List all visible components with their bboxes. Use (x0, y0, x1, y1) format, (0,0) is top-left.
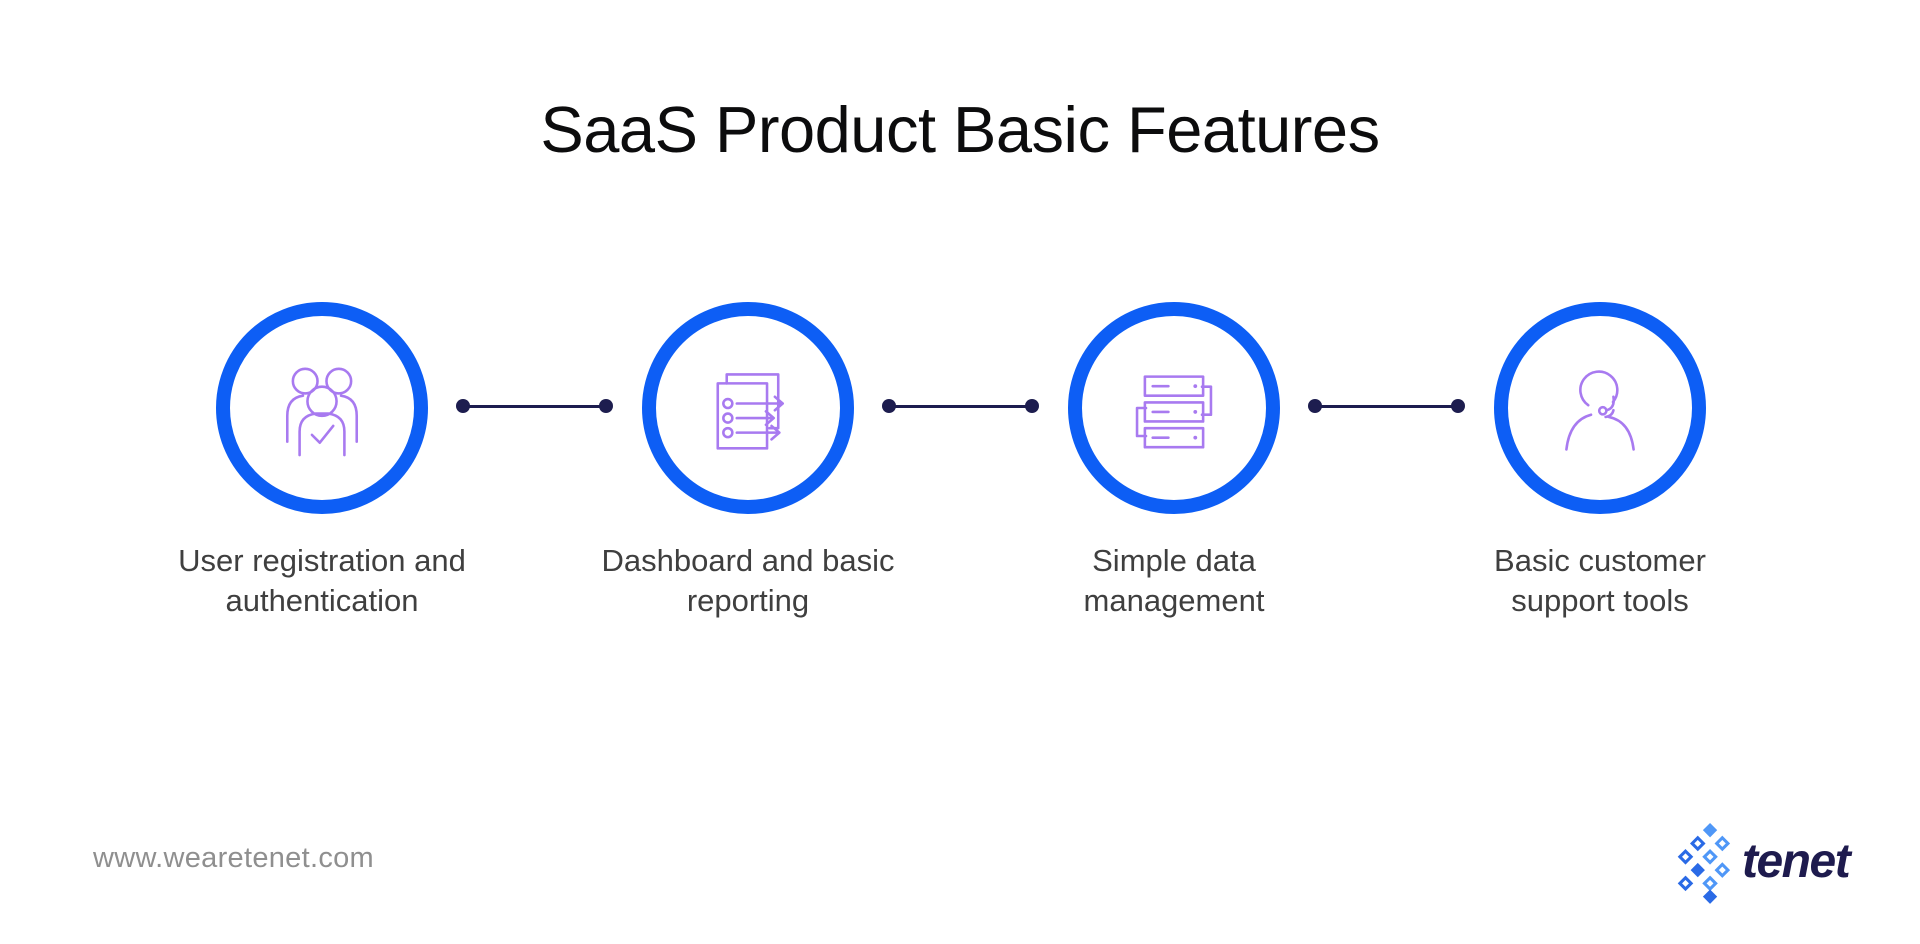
report-arrows-icon (716, 373, 785, 450)
feature-data-management: Simple data management (962, 302, 1386, 621)
connector-line (456, 399, 613, 413)
connector-dot (1451, 399, 1465, 413)
users-check-icon (285, 367, 359, 457)
feature-label: Simple data management (1083, 543, 1265, 618)
connector-dot (1025, 399, 1039, 413)
feature-circle (1068, 302, 1280, 514)
page-title: SaaS Product Basic Features (540, 93, 1380, 166)
connector-line (882, 399, 1039, 413)
brand-logo: tenet (1676, 820, 1886, 916)
feature-circle (642, 302, 854, 514)
feature-label: Dashboard and basic reporting (601, 543, 895, 618)
feature-label: User registration and authentication (178, 543, 466, 618)
connector-line (1308, 399, 1465, 413)
feature-label: Basic customer support tools (1494, 543, 1706, 618)
tenet-logo-icon (1677, 823, 1731, 904)
feature-dashboard-reporting: Dashboard and basic reporting (536, 302, 960, 621)
brand-name: tenet (1742, 835, 1851, 888)
feature-circle (1494, 302, 1706, 514)
headset-agent-icon (1565, 370, 1635, 451)
feature-customer-support: Basic customer support tools (1388, 302, 1812, 621)
feature-circle (216, 302, 428, 514)
feature-user-registration: User registration and authentication (110, 302, 534, 621)
connector-dot (599, 399, 613, 413)
website-url: www.wearetenet.com (93, 842, 375, 874)
server-stack-icon (1135, 375, 1213, 449)
